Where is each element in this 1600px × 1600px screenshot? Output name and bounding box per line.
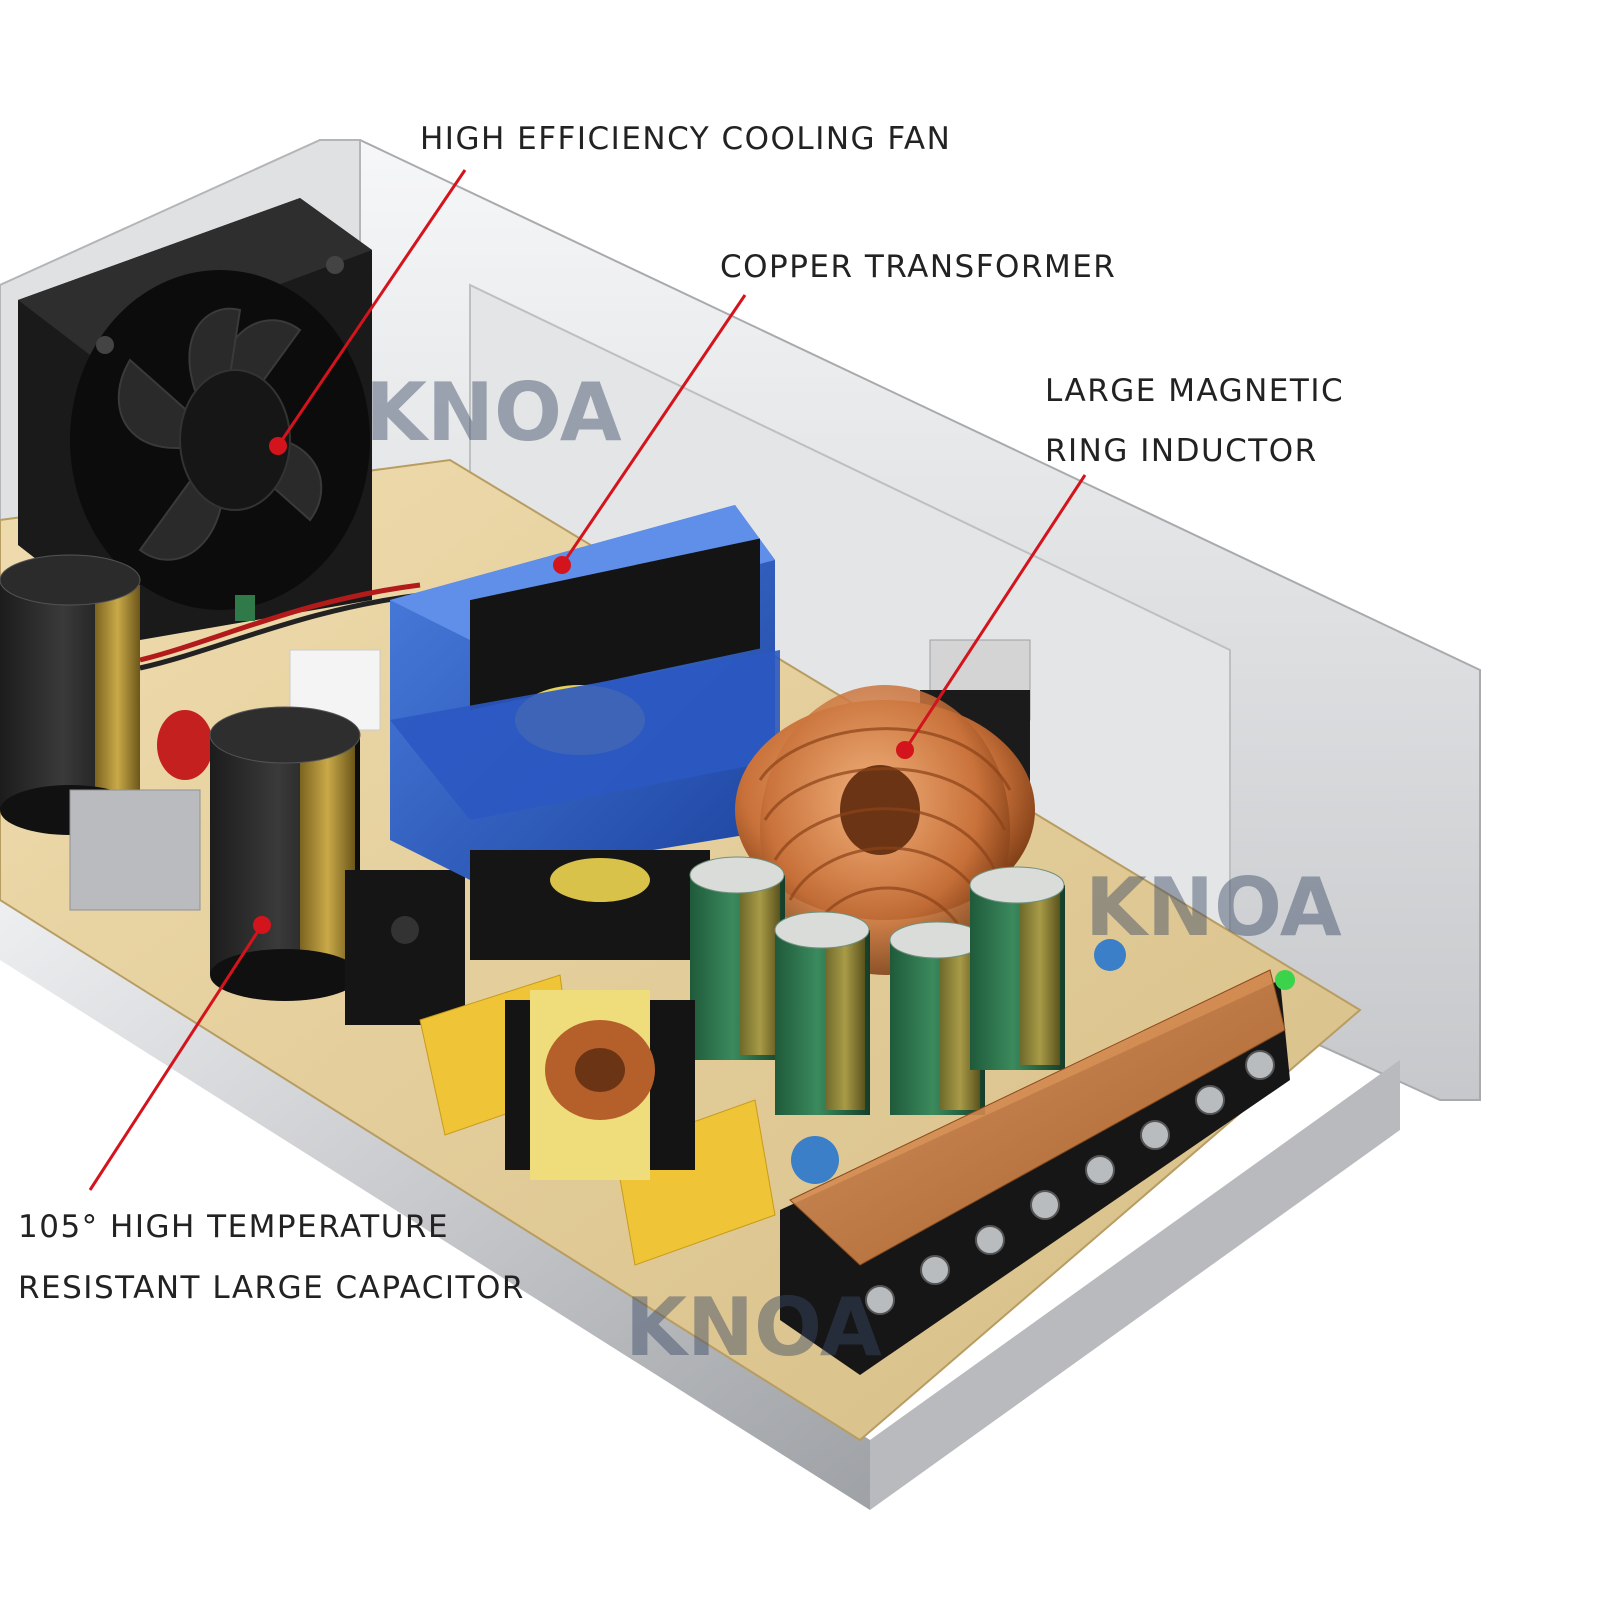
red-capacitor (157, 710, 213, 780)
led-indicator (1275, 970, 1295, 990)
callout-cooling-fan: HIGH EFFICIENCY COOLING FAN (420, 124, 951, 155)
cooling-fan (18, 198, 372, 640)
watermark-3: KNOA (625, 1281, 882, 1374)
callout-large-capacitor-line1: 105° HIGH TEMPERATURE (18, 1209, 450, 1245)
output-capacitors (689, 856, 1065, 1115)
common-mode-choke (505, 990, 695, 1180)
callout-large-capacitor: 105° HIGH TEMPERATURE RESISTANT LARGE CA… (18, 1212, 525, 1304)
terminal-block (780, 969, 1290, 1375)
callout-copper-transformer-text: COPPER TRANSFORMER (720, 249, 1117, 285)
copper-transformer (390, 505, 780, 960)
fan-wire-black (139, 592, 421, 671)
callout-ring-inductor-line2: RING INDUCTOR (1045, 433, 1318, 469)
watermark-1: KNOA (365, 366, 622, 459)
callout-dot-fan (269, 437, 287, 455)
callout-cooling-fan-text: HIGH EFFICIENCY COOLING FAN (420, 121, 952, 157)
watermark-2: KNOA (1085, 861, 1342, 954)
rectifier-bridge (345, 870, 465, 1025)
ring-inductor (735, 685, 1035, 975)
fan-wire-red (139, 582, 421, 663)
callout-ring-inductor: LARGE MAGNETIC RING INDUCTOR (1045, 376, 1344, 467)
callout-large-capacitor-line2: RESISTANT LARGE CAPACITOR (18, 1270, 525, 1306)
chassis-right-rim (870, 1060, 1400, 1510)
callout-copper-transformer: COPPER TRANSFORMER (720, 252, 1116, 283)
callout-dot-capacitor (253, 916, 271, 934)
small-green-cap (235, 595, 255, 621)
callout-ring-inductor-line1: LARGE MAGNETIC (1045, 373, 1345, 409)
bridge-heatsink (69, 789, 201, 911)
callout-dot-transformer (553, 556, 571, 574)
primary-capacitor-105 (209, 706, 361, 1001)
blue-disc-cap (791, 1136, 839, 1184)
callout-leaders (88, 169, 1087, 1191)
callout-dot-inductor (896, 741, 914, 759)
blue-disc-cap-2 (1094, 939, 1126, 971)
